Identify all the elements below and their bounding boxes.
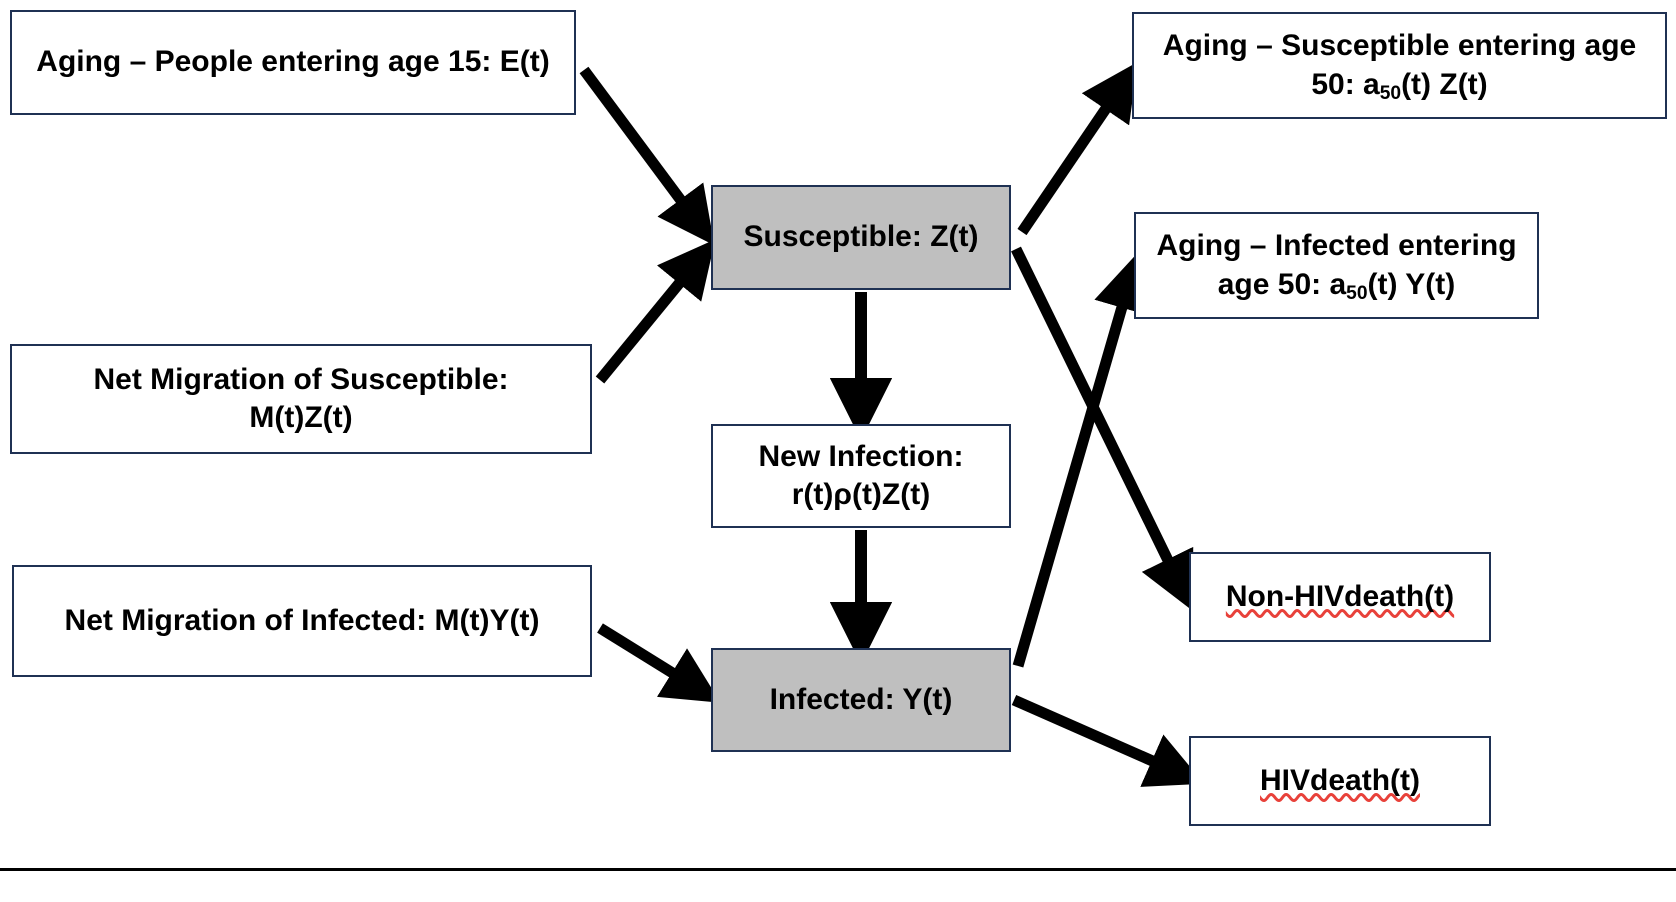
- node-infected[interactable]: Infected: Y(t): [711, 648, 1011, 752]
- node-aging-susceptible-out-label-post: (t) Z(t): [1401, 67, 1488, 101]
- node-susceptible[interactable]: Susceptible: Z(t): [711, 185, 1011, 290]
- node-aging-susceptible-out-label: Aging – Susceptible entering age 50: a50…: [1144, 27, 1655, 104]
- node-aging-infected-out-label: Aging – Infected entering age 50: a50(t)…: [1146, 227, 1527, 304]
- node-non-hiv-death-label: Non-HIVdeath(t): [1225, 579, 1455, 613]
- node-aging-infected-out-label-pre: Aging – Infected entering age 50: a: [1156, 229, 1517, 301]
- node-aging-susceptible-out-label-sub: 50: [1379, 83, 1402, 105]
- edge-migration-infected-to-infected: [597, 623, 721, 703]
- node-hiv-death-label: HIVdeath(t): [1260, 763, 1420, 797]
- node-migration-susceptible[interactable]: Net Migration of Susceptible: M(t)Z(t): [10, 344, 592, 454]
- node-hiv-death[interactable]: HIVdeath(t): [1189, 736, 1491, 826]
- node-infected-label: Infected: Y(t): [769, 682, 953, 716]
- node-migration-infected-label: Net Migration of Infected: M(t)Y(t): [64, 603, 540, 637]
- node-aging-infected-out-label-post: (t) Y(t): [1367, 267, 1456, 301]
- edge-infected-to-aging-infected-out: [1012, 252, 1150, 668]
- node-susceptible-label: Susceptible: Z(t): [743, 220, 979, 254]
- bottom-divider: [0, 868, 1676, 871]
- edge-aging-in-to-susceptible: [579, 66, 715, 246]
- node-migration-infected[interactable]: Net Migration of Infected: M(t)Y(t): [12, 565, 592, 677]
- node-new-infection-label: New Infection: r(t)ρ(t)Z(t): [758, 439, 964, 511]
- node-new-infection[interactable]: New Infection: r(t)ρ(t)Z(t): [711, 424, 1011, 528]
- node-aging-infected-out-label-sub: 50: [1346, 283, 1368, 305]
- edge-infected-to-hiv-death: [1011, 694, 1205, 787]
- node-aging-in[interactable]: Aging – People entering age 15: E(t): [10, 10, 576, 115]
- node-aging-susceptible-out-label-pre: Aging – Susceptible entering age 50: a: [1162, 29, 1637, 101]
- node-aging-susceptible-out[interactable]: Aging – Susceptible entering age 50: a50…: [1132, 12, 1667, 119]
- node-aging-in-label: Aging – People entering age 15: E(t): [36, 45, 550, 79]
- node-aging-infected-out[interactable]: Aging – Infected entering age 50: a50(t)…: [1134, 212, 1539, 319]
- edge-migration-susceptible-to-susceptible: [595, 239, 716, 384]
- node-non-hiv-death[interactable]: Non-HIVdeath(t): [1189, 552, 1491, 642]
- node-migration-susceptible-label: Net Migration of Susceptible: M(t)Z(t): [93, 362, 509, 434]
- edge-susceptible-to-aging-susceptible-out: [1017, 61, 1138, 236]
